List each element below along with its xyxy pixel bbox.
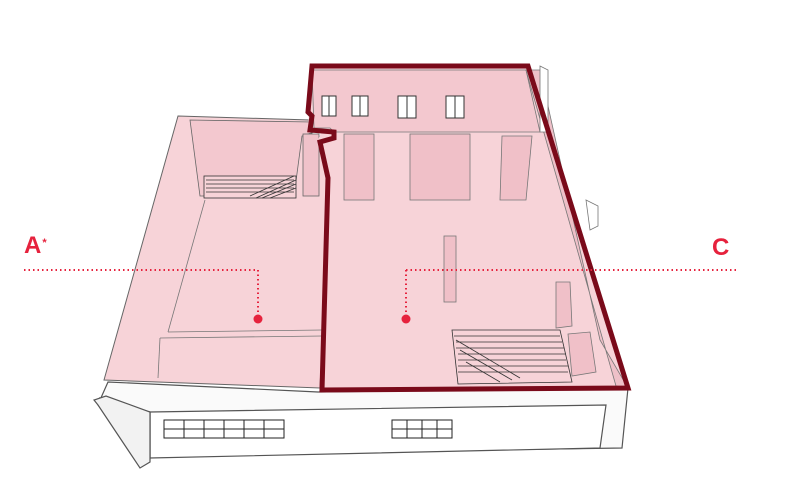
front-windows (163, 419, 453, 439)
back-wall-windows (321, 95, 465, 119)
room-c (308, 65, 629, 390)
interior-columns (343, 133, 533, 303)
leader-c (401, 269, 736, 324)
zone-a-label: A* (24, 234, 47, 258)
zone-a-asterisk: * (42, 237, 47, 249)
room-a (103, 115, 333, 389)
room-c-highlight-outline (305, 63, 632, 393)
zone-c-label: C (712, 234, 730, 261)
staircase-a (203, 175, 297, 199)
leader-a (24, 269, 263, 324)
staircase-c (451, 329, 573, 385)
room-a-marker-dot (253, 314, 263, 324)
room-c-marker-dot (401, 314, 411, 324)
zone-a-letter: A (24, 232, 42, 259)
